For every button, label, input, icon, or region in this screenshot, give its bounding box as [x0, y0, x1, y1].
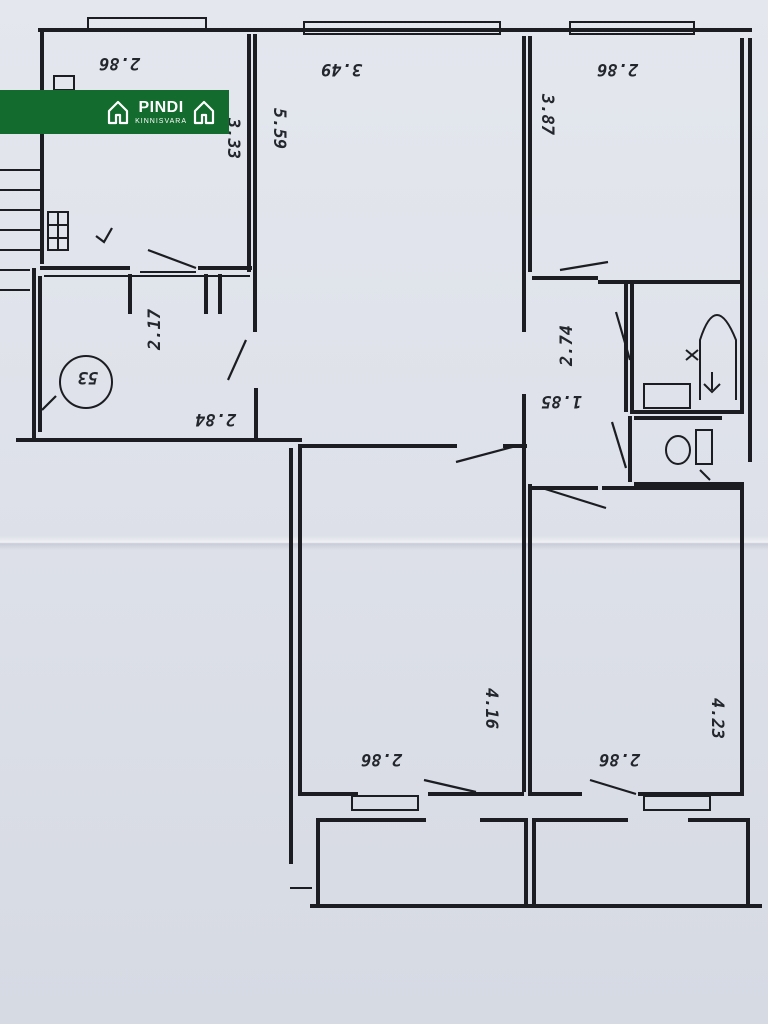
dim-room-sw-length: 4.16	[481, 688, 501, 729]
dim-corridor-width: 1.85	[541, 391, 582, 411]
house-icon	[107, 99, 129, 125]
pindi-logo: PINDI KINNISVARA	[0, 90, 229, 134]
stair-label: 53	[78, 367, 98, 387]
dim-bedroom-ne-width: 2.86	[597, 59, 639, 79]
dim-room-sw-width: 2.86	[361, 749, 403, 769]
dim-hall-length: 2.17	[145, 308, 165, 351]
dim-hall-width: 2.84	[195, 409, 237, 429]
paper-fold	[0, 536, 768, 550]
dimension-labels: 2.86 3.33 3.49 5.59 2.86 3.87 2.84 2.17 …	[78, 53, 727, 769]
walls	[0, 17, 762, 908]
dim-room-se-length: 4.23	[707, 698, 727, 739]
dim-kitchen-width: 2.86	[99, 53, 141, 73]
dim-bedroom-ne-length: 3.87	[537, 93, 557, 136]
doors	[41, 227, 637, 796]
dim-living-length: 5.59	[269, 108, 289, 149]
logo-name: PINDI	[138, 98, 184, 116]
house-icon	[193, 99, 215, 125]
dim-corridor-length: 2.74	[557, 325, 577, 367]
logo-subtitle: KINNISVARA	[135, 117, 187, 125]
logo-text: PINDI KINNISVARA	[135, 98, 187, 125]
dim-room-se-width: 2.86	[599, 749, 641, 769]
dim-living-width: 3.49	[321, 59, 363, 79]
